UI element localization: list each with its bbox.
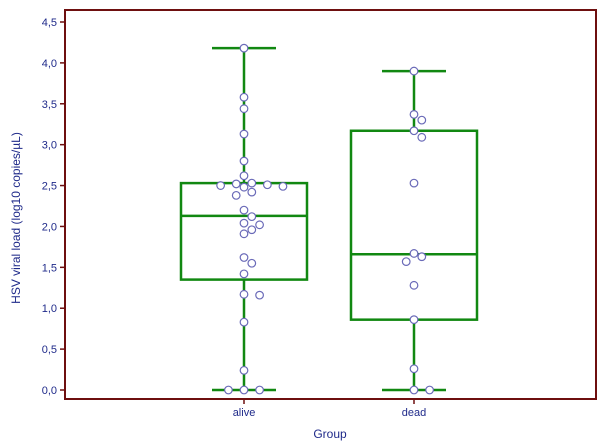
y-tick-label: 0,5 (42, 344, 57, 356)
data-point-dead (409, 315, 419, 325)
data-point-dead (409, 126, 419, 136)
x-axis-title: Group (313, 427, 347, 441)
box-dead (349, 129, 479, 321)
plot-frame (64, 9, 597, 400)
data-point-alive (247, 212, 257, 222)
data-point-dead (409, 385, 419, 395)
data-point-alive (239, 156, 249, 166)
y-axis: 0,0 0,5 1,0 1,5 2,0 2,5 3,0 3,5 4,0 4,5 (42, 17, 65, 397)
data-point-alive (247, 187, 257, 197)
y-tick-label: 4,5 (42, 17, 57, 29)
data-point-dead (417, 252, 427, 262)
data-point-dead (409, 249, 419, 258)
data-point-alive (216, 181, 226, 190)
y-axis-title: HSV viral load (log10 copies/µL) (9, 132, 23, 304)
y-tick-label: 2,5 (42, 181, 57, 193)
y-tick-label: 1,0 (42, 303, 57, 315)
data-point-alive (239, 129, 249, 139)
boxes (179, 46, 479, 392)
data-point-alive (255, 290, 264, 300)
data-point-alive (239, 205, 249, 215)
data-point-alive (239, 182, 249, 192)
data-point-alive (247, 225, 257, 235)
data-point-alive (239, 269, 249, 279)
y-tick-label: 1,5 (42, 262, 57, 274)
data-point-alive (255, 220, 264, 230)
y-tick-label: 0,0 (42, 385, 57, 397)
data-point-alive (239, 385, 249, 395)
data-point-alive (255, 385, 264, 395)
y-tick-label: 2,0 (42, 221, 57, 233)
data-point-dead (409, 178, 419, 188)
data-point-dead (417, 115, 427, 125)
y-tick-label: 4,0 (42, 58, 57, 70)
data-point-dead (409, 280, 419, 290)
data-point-dead (425, 385, 434, 395)
data-point-alive (231, 179, 241, 189)
data-point-dead (401, 257, 411, 267)
y-tick-label: 3,0 (42, 140, 57, 152)
data-point-alive (239, 218, 249, 228)
data-point-dead (409, 110, 419, 119)
data-point-alive (239, 43, 249, 53)
x-axis: alive dead (233, 399, 426, 419)
data-point-alive (278, 181, 288, 191)
data-point-alive (239, 92, 249, 102)
data-point-alive (239, 253, 249, 262)
data-point-alive (247, 178, 257, 188)
data-point-alive (239, 289, 249, 299)
data-point-alive (239, 317, 249, 327)
data-point-dead (417, 132, 427, 142)
data-point-alive (247, 258, 257, 268)
data-point-alive (239, 365, 249, 375)
data-point-alive (231, 190, 241, 200)
y-tick-label: 3,5 (42, 99, 57, 111)
x-tick-label-alive: alive (233, 407, 256, 419)
data-point-alive (239, 171, 249, 181)
data-point-alive (239, 229, 249, 239)
x-tick-label-dead: dead (402, 407, 426, 419)
data-point-dead (409, 66, 419, 76)
data-point-dead (409, 364, 419, 374)
data-point-alive (239, 104, 249, 114)
data-point-alive (224, 385, 233, 395)
data-point-alive (262, 180, 272, 190)
data-points (216, 43, 434, 395)
